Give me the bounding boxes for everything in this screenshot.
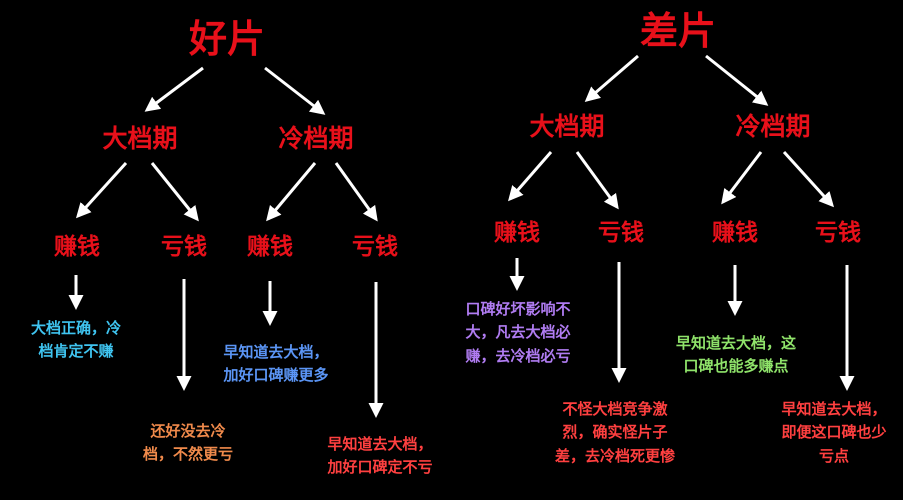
note-line: 还好没去冷 — [150, 422, 226, 440]
note-line: 大档正确，冷 — [30, 319, 121, 337]
note-line: 差，去冷档死更惨 — [554, 446, 675, 465]
bad-big-earn-note: 口碑好坏影响不 大，凡去大档必 赚，去冷档必亏 — [450, 298, 586, 368]
arrow-good-big-to-lose — [150, 162, 199, 222]
bad-cold-earn-note: 早知道去大档，这 口碑也能多赚点 — [656, 332, 816, 379]
good-film-root: 好片 — [188, 17, 266, 61]
note-line: 加好口碑赚更多 — [223, 366, 329, 385]
arrow-bad-to-cold — [705, 54, 769, 106]
arrow-good-big-to-earn — [75, 161, 128, 219]
note-line: 加好口碑定不亏 — [327, 458, 433, 477]
bad-cold-season: 冷档期 — [735, 112, 811, 141]
bad-film-root: 差片 — [639, 9, 717, 53]
good-big-lose-note: 还好没去冷 档，不然更亏 — [128, 420, 248, 467]
good-big-earn: 赚钱 — [54, 234, 100, 260]
note-line: 早知道去大档， — [223, 343, 329, 361]
note-line: 早知道去大档，这 — [675, 334, 796, 352]
note-line: 档肯定不赚 — [38, 342, 114, 361]
arrow-good-to-big — [144, 66, 204, 112]
arrow-good-to-cold — [264, 66, 326, 115]
good-cold-lose: 亏钱 — [352, 234, 398, 260]
arrow-bad-to-big — [584, 54, 639, 102]
arrow-good-cold-to-lose — [334, 162, 378, 222]
bad-big-lose: 亏钱 — [598, 220, 644, 246]
bad-cold-earn: 赚钱 — [712, 220, 758, 246]
note-line: 口碑好坏影响不 — [465, 300, 571, 318]
bad-big-earn: 赚钱 — [494, 220, 540, 246]
good-cold-season: 冷档期 — [278, 124, 354, 153]
note-line: 赚，去冷档必亏 — [465, 346, 571, 365]
note-line: 烈，确实怪片子 — [562, 423, 668, 442]
good-cold-earn: 赚钱 — [247, 234, 293, 260]
good-big-earn-note: 大档正确，冷 档肯定不赚 — [18, 317, 134, 364]
note-line: 大，凡去大档必 — [465, 323, 571, 342]
good-big-season: 大档期 — [102, 124, 178, 153]
note-line: 即便这口碑也少 — [781, 423, 887, 442]
note-line: 档，不然更亏 — [142, 445, 233, 464]
arrow-bad-cold-to-earn — [721, 151, 763, 205]
arrow-bad-big-to-earn — [508, 151, 553, 202]
bad-big-lose-note: 不怪大档竞争激 烈，确实怪片子 差，去冷档死更惨 — [538, 398, 692, 468]
good-cold-earn-note: 早知道去大档， 加好口碑赚更多 — [206, 341, 346, 388]
good-big-lose: 亏钱 — [161, 234, 207, 260]
arrow-bad-cold-to-lose — [782, 150, 835, 208]
bad-cold-lose-note: 早知道去大档， 即便这口碑也少 亏点 — [766, 398, 902, 468]
note-line: 亏点 — [818, 446, 849, 465]
note-line: 不怪大档竞争激 — [562, 400, 668, 418]
bad-big-season: 大档期 — [529, 112, 605, 141]
note-line: 早知道去大档， — [327, 435, 433, 453]
arrow-good-cold-to-earn — [266, 162, 317, 222]
good-cold-lose-note: 早知道去大档， 加好口碑定不亏 — [305, 433, 455, 480]
bad-cold-lose: 亏钱 — [815, 220, 861, 246]
arrow-bad-big-to-lose — [575, 151, 619, 210]
note-line: 早知道去大档， — [781, 400, 887, 418]
note-line: 口碑也能多赚点 — [683, 357, 789, 376]
